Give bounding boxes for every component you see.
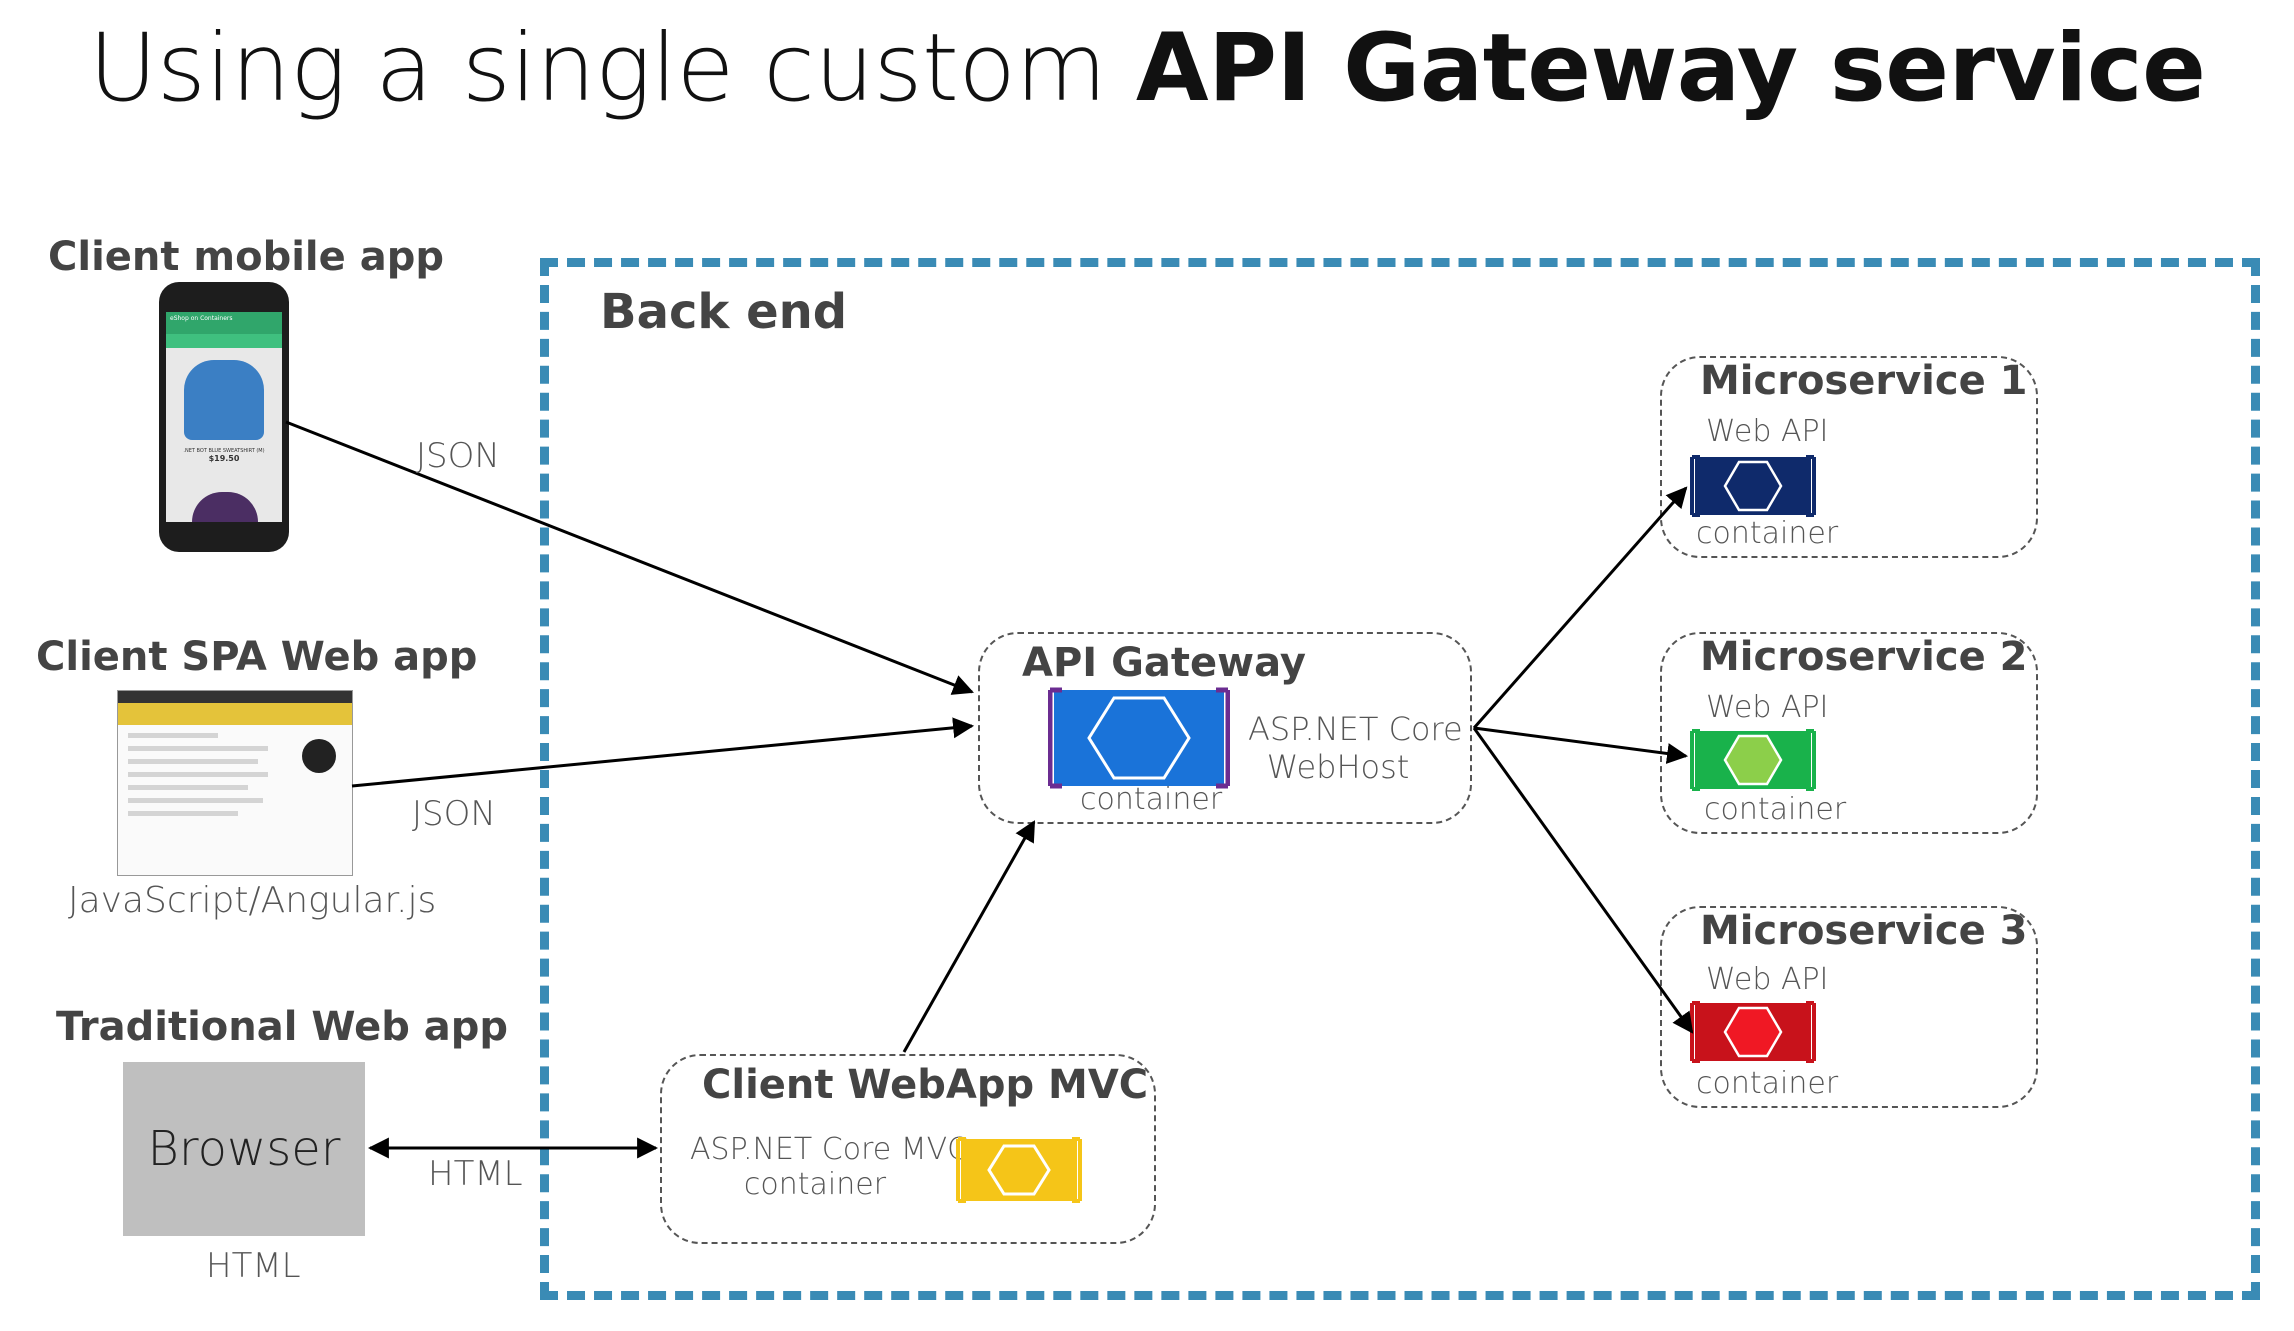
microservice-1-title: Microservice 1 — [1700, 358, 2028, 404]
microservice-3-box — [1660, 906, 2038, 1108]
microservice-1-container-icon — [1690, 455, 1816, 517]
microservice-2-container-icon — [1690, 729, 1816, 791]
diagram-title: Using a single custom API Gateway servic… — [0, 14, 2294, 123]
spa-nav-bar — [118, 703, 352, 725]
phone-screen: eShop on Containers .NET BOT BLUE SWEATS… — [166, 312, 282, 522]
api-gateway-box — [978, 632, 1472, 824]
spa-caption: JavaScript/Angular.js — [68, 880, 437, 921]
spa-avatar — [302, 739, 336, 773]
backend-boundary — [540, 258, 2260, 1300]
spa-text-line — [128, 746, 268, 751]
title-bold: API Gateway service — [1135, 14, 2206, 123]
microservice-1-box — [1660, 356, 2038, 558]
microservice-1-api: Web API — [1706, 414, 1829, 449]
webapp-container-icon — [956, 1137, 1082, 1203]
webapp-mvc-line1: ASP.NET Core MVC — [690, 1132, 969, 1167]
gateway-container-caption: container — [1080, 782, 1223, 817]
spa-text-line — [128, 798, 263, 803]
microservice-2-title: Microservice 2 — [1700, 634, 2028, 680]
edge-label-mobile-json: JSON — [416, 436, 500, 476]
arrow-gateway-to-ms3 — [1472, 727, 1694, 1034]
microservice-2-container: container — [1704, 792, 1847, 827]
arrow-gateway-to-ms2 — [1473, 726, 1689, 764]
webapp-mvc-title: Client WebApp MVC — [702, 1062, 1149, 1108]
sweatshirt-image — [184, 360, 264, 440]
spa-screenshot — [117, 690, 353, 876]
arrow-mobile-to-gateway — [285, 420, 974, 695]
gateway-container-icon — [1048, 687, 1230, 789]
backend-label: Back end — [600, 284, 848, 340]
edge-label-spa-json: JSON — [412, 794, 496, 834]
microservice-2-box — [1660, 632, 2038, 834]
gateway-host-line1: ASP.NET Core — [1248, 710, 1463, 748]
microservice-3-container-icon — [1690, 1001, 1816, 1063]
spa-browser-bar — [118, 691, 352, 703]
browser-label: Browser — [147, 1121, 341, 1177]
phone-app-bar: eShop on Containers — [166, 312, 282, 334]
arrow-spa-to-gateway — [351, 717, 975, 788]
edge-label-browser-html: HTML — [428, 1154, 523, 1194]
gateway-host-label: ASP.NET Core WebHost — [1248, 710, 1463, 786]
microservice-2-api: Web API — [1706, 690, 1829, 725]
spa-text-line — [128, 733, 218, 738]
spa-text-line — [128, 811, 238, 816]
arrow-webapp-to-gateway — [902, 820, 1036, 1053]
title-prefix: Using a single custom — [88, 14, 1107, 123]
phone-tabs — [166, 334, 282, 348]
traditional-app-heading: Traditional Web app — [56, 1004, 509, 1050]
spa-text-line — [128, 772, 268, 777]
webapp-mvc-box — [660, 1054, 1156, 1244]
spa-app-heading: Client SPA Web app — [36, 634, 478, 680]
webapp-mvc-line2: container — [743, 1167, 887, 1202]
browser-html-caption: HTML — [206, 1246, 301, 1286]
gateway-host-line2: WebHost — [1266, 748, 1410, 786]
microservice-3-api: Web API — [1706, 962, 1829, 997]
api-gateway-title: API Gateway — [1022, 640, 1306, 686]
phone-product: .NET BOT BLUE SWEATSHIRT (M) $19.50 — [166, 448, 282, 463]
mobile-app-heading: Client mobile app — [48, 234, 444, 280]
webapp-mvc-label: ASP.NET Core MVC container — [690, 1132, 969, 1202]
microservice-3-container: container — [1696, 1066, 1839, 1101]
browser-box: Browser — [123, 1062, 365, 1236]
phone-product-name: .NET BOT BLUE SWEATSHIRT (M) — [183, 448, 265, 454]
phone-product-price: $19.50 — [208, 454, 240, 463]
spa-text-line — [128, 759, 258, 764]
microservice-1-container: container — [1696, 516, 1839, 551]
phone-image: eShop on Containers .NET BOT BLUE SWEATS… — [159, 282, 289, 552]
arrow-gateway-to-ms1 — [1472, 486, 1688, 729]
microservice-3-title: Microservice 3 — [1700, 908, 2028, 954]
spa-text-line — [128, 785, 248, 790]
